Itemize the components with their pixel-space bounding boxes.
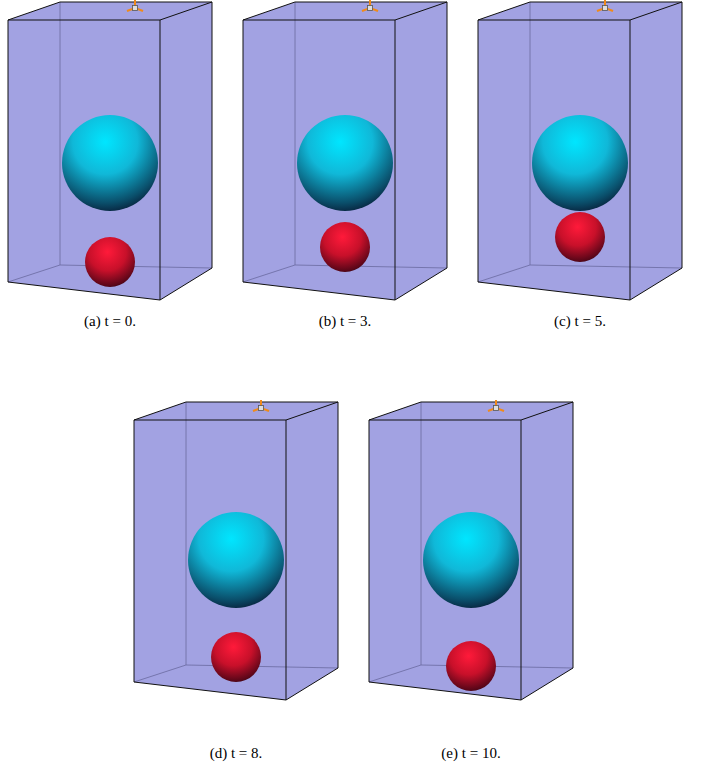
- subfigure-caption: (e) t = 10.: [441, 745, 500, 762]
- subfigure-caption: (c) t = 5.: [554, 313, 606, 330]
- subfigure-caption: (d) t = 8.: [210, 745, 263, 762]
- panel-b: [243, 0, 447, 300]
- subfigure-caption: (a) t = 0.: [84, 313, 136, 330]
- panel-d: [134, 400, 338, 700]
- subfigure-caption: (b) t = 3.: [319, 313, 372, 330]
- panel-a: [8, 0, 212, 300]
- panel-e: [369, 400, 573, 700]
- panel-c: [478, 0, 682, 300]
